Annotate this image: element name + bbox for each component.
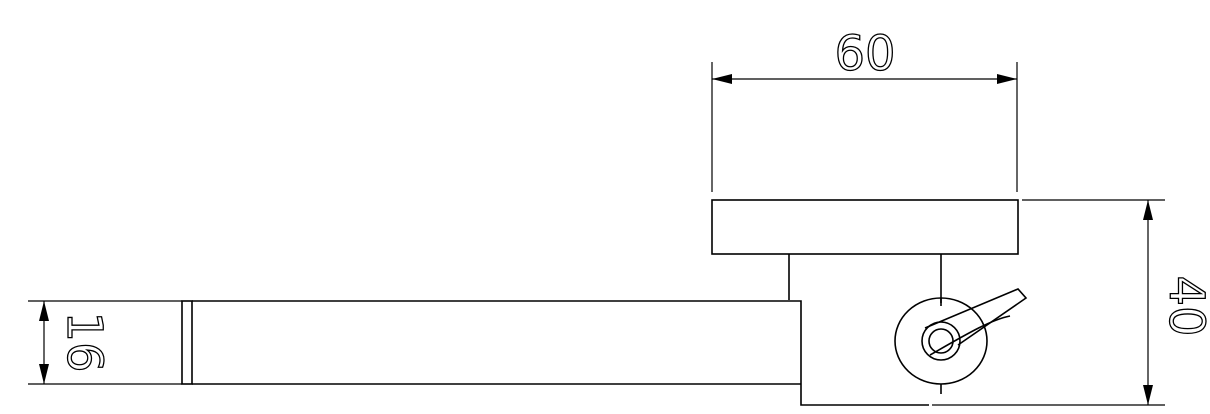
tube-dimension-label: 16 (56, 311, 112, 372)
tube-end-cap (181, 300, 193, 385)
width-dimension-label: 60 (834, 26, 895, 82)
width-dimension: 60 (711, 25, 1018, 192)
tube-dimension: 16 (28, 300, 182, 385)
tube-body (181, 300, 929, 406)
knob-outer-circle (894, 297, 988, 385)
mounting-plate (711, 199, 1019, 255)
knob-assembly (894, 288, 1028, 394)
support-neck (788, 254, 942, 303)
holder-spring (929, 315, 1011, 356)
bracket-outline (789, 300, 929, 406)
height-dimension-label: 40 (1158, 275, 1210, 336)
height-dimension: 40 (932, 199, 1210, 406)
